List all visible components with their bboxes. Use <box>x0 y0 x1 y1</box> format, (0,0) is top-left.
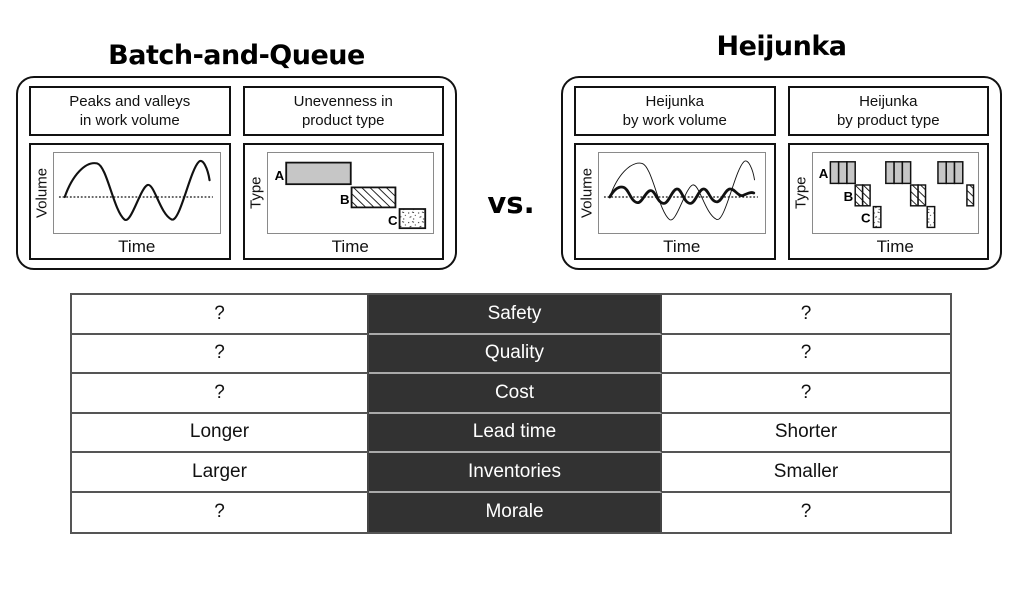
series-c-label: C <box>860 211 870 226</box>
heijunka-volume-panel: Heijunka by work volume Volume Time <box>574 86 776 260</box>
batch-type-header: Unevenness in product type <box>242 86 444 136</box>
table-row: ? Safety ? <box>72 295 950 335</box>
product-a-bars <box>829 161 964 185</box>
batch-volume-panel: Peaks and valleys in work volume Volume … <box>29 86 231 260</box>
heijunka-type-ylabel: Type <box>792 176 809 210</box>
batch-volume-header: Peaks and valleys in work volume <box>29 86 231 136</box>
metric-cell: Safety <box>369 295 662 335</box>
heijunka-volume-plot <box>598 152 766 234</box>
batch-gantt-chart: A B C <box>274 161 426 230</box>
heijunka-value-cell: ? <box>662 492 950 532</box>
batch-value-cell: Larger <box>72 453 369 493</box>
series-b-label: B <box>339 192 349 207</box>
product-c-bar <box>398 208 426 230</box>
batch-value-cell: ? <box>72 492 369 532</box>
batch-volume-plot <box>53 152 221 234</box>
metric-cell: Quality <box>369 334 662 374</box>
table-row: Larger Inventories Smaller <box>72 453 950 493</box>
heijunka-volume-chart: Volume Time <box>574 143 776 260</box>
batch-value-cell: ? <box>72 334 369 374</box>
batch-and-queue-group: Peaks and valleys in work volume Volume … <box>16 76 457 270</box>
series-c-label: C <box>387 213 397 228</box>
heijunka-type-panel: Heijunka by product type Type A <box>787 86 989 260</box>
batch-type-ylabel: Type <box>247 176 264 210</box>
product-b-bar <box>350 186 396 209</box>
batch-value-cell: Longer <box>72 413 369 453</box>
leveled-volume-wave-thick <box>608 185 756 205</box>
heijunka-value-cell: ? <box>662 374 950 414</box>
batch-volume-ylabel: Volume <box>33 167 51 219</box>
batch-type-plot: A B C <box>266 152 434 234</box>
heijunka-value-cell: ? <box>662 334 950 374</box>
batch-type-chart: Type A B C Time <box>242 143 444 260</box>
heijunka-type-chart: Type A B <box>787 143 989 260</box>
batch-and-queue-title: Batch-and-Queue <box>108 40 365 71</box>
table-row: ? Morale ? <box>72 492 950 532</box>
heijunka-value-cell: ? <box>662 295 950 335</box>
series-a-label: A <box>274 168 284 183</box>
comparison-table: ? Safety ? ? Quality ? ? Cost ? Longer L… <box>70 293 952 534</box>
heijunka-value-cell: Smaller <box>662 453 950 493</box>
product-c-bars <box>872 205 935 229</box>
uneven-volume-wave <box>63 159 211 221</box>
volume-wave-chart <box>58 159 213 221</box>
table-row: Longer Lead time Shorter <box>72 413 950 453</box>
batch-value-cell: ? <box>72 295 369 335</box>
heijunka-type-xlabel: Time <box>876 237 914 256</box>
metric-cell: Cost <box>369 374 662 414</box>
heijunka-group: Heijunka by work volume Volume Time Heij… <box>561 76 1002 270</box>
heijunka-volume-xlabel: Time <box>663 237 701 256</box>
batch-volume-xlabel: Time <box>118 237 156 256</box>
heijunka-type-plot: A B <box>811 152 979 234</box>
batch-type-xlabel: Time <box>331 237 369 256</box>
batch-type-panel: Unevenness in product type Type A B C Ti… <box>242 86 444 260</box>
metric-cell: Lead time <box>369 413 662 453</box>
leveled-volume-chart <box>603 160 758 221</box>
heijunka-value-cell: Shorter <box>662 413 950 453</box>
heijunka-title: Heijunka <box>716 31 847 62</box>
batch-volume-chart: Volume Time <box>29 143 231 260</box>
uneven-volume-wave-thin <box>609 160 756 221</box>
series-a-label: A <box>818 166 828 181</box>
heijunka-volume-ylabel: Volume <box>578 167 596 219</box>
heijunka-volume-header: Heijunka by work volume <box>574 86 776 136</box>
batch-value-cell: ? <box>72 374 369 414</box>
product-a-bar <box>284 161 352 186</box>
table-row: ? Cost ? <box>72 374 950 414</box>
series-b-label: B <box>843 189 853 204</box>
heijunka-gantt-chart: A B <box>818 161 974 229</box>
heijunka-type-header: Heijunka by product type <box>787 86 989 136</box>
metric-cell: Morale <box>369 492 662 532</box>
product-b-bars <box>853 184 974 207</box>
versus-label: vs. <box>487 186 535 220</box>
metric-cell: Inventories <box>369 453 662 493</box>
table-row: ? Quality ? <box>72 334 950 374</box>
